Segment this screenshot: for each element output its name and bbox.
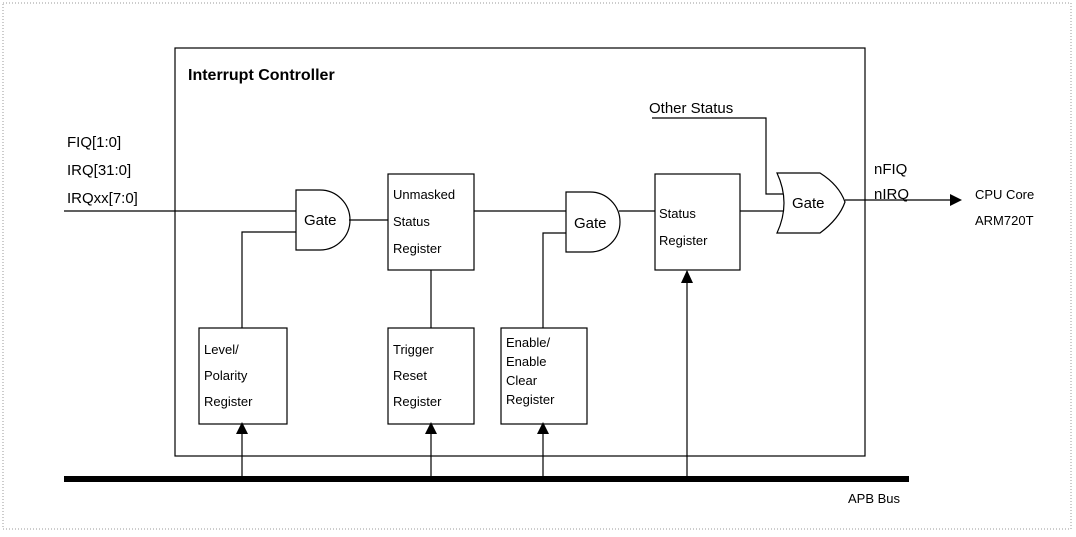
interrupt-controller-box: [174, 47, 866, 457]
enable-line3: Clear: [506, 373, 538, 388]
enable-line2: Enable: [506, 354, 546, 369]
status-register: [654, 173, 741, 271]
other-status-line: [652, 117, 783, 195]
trigger-line1: Trigger: [393, 342, 434, 357]
enable-clear-register: [500, 327, 588, 425]
level-line2: Polarity: [204, 368, 248, 383]
level-line1: Level/: [204, 342, 239, 357]
bus-to-level-arrowhead: [236, 422, 248, 434]
enable-line1: Enable/: [506, 335, 550, 350]
status-line1: Status: [659, 206, 696, 221]
enable-to-gate2-line: [542, 232, 566, 328]
input-irqxx-label: IRQxx[7:0]: [67, 190, 138, 207]
level-to-gate1-line: [241, 231, 296, 328]
nirq-label: nIRQ: [874, 186, 909, 203]
gate-1: [295, 189, 351, 251]
gate-1-label: Gate: [304, 212, 337, 229]
bus-to-status-arrowhead: [681, 270, 693, 283]
other-status-label: Other Status: [649, 100, 733, 117]
input-irq-label: IRQ[31:0]: [67, 162, 131, 179]
unmasked-line1: Unmasked: [393, 187, 455, 202]
unmasked-line2: Status: [393, 214, 430, 229]
nfiq-label: nFIQ: [874, 161, 907, 178]
trigger-line2: Reset: [393, 368, 427, 383]
bus-to-enable-arrowhead: [537, 422, 549, 434]
apb-bus: [64, 476, 909, 482]
trigger-line3: Register: [393, 394, 442, 409]
input-labels: FIQ[1:0] IRQ[31:0] IRQxx[7:0]: [67, 134, 138, 207]
input-fiq-label: FIQ[1:0]: [67, 134, 121, 151]
trigger-reset-register: [387, 327, 475, 425]
gate-2-label: Gate: [574, 215, 607, 232]
unmasked-line3: Register: [393, 241, 442, 256]
enable-line4: Register: [506, 392, 555, 407]
bus-arrows: [236, 270, 693, 476]
gate-3: [776, 172, 846, 234]
gate-3-label: Gate: [792, 195, 825, 212]
apb-bus-label: APB Bus: [848, 491, 901, 506]
level-polarity-register: [198, 327, 288, 425]
status-line2: Register: [659, 233, 708, 248]
level-line3: Register: [204, 394, 253, 409]
figure-frame: [2, 2, 1072, 530]
cpu-model-label: ARM720T: [975, 213, 1034, 228]
unmasked-status-register: [387, 173, 475, 271]
gate-2: [565, 191, 621, 253]
controller-title: Interrupt Controller: [188, 67, 335, 84]
bus-to-trigger-arrowhead: [425, 422, 437, 434]
cpu-core-label: CPU Core: [975, 187, 1034, 202]
